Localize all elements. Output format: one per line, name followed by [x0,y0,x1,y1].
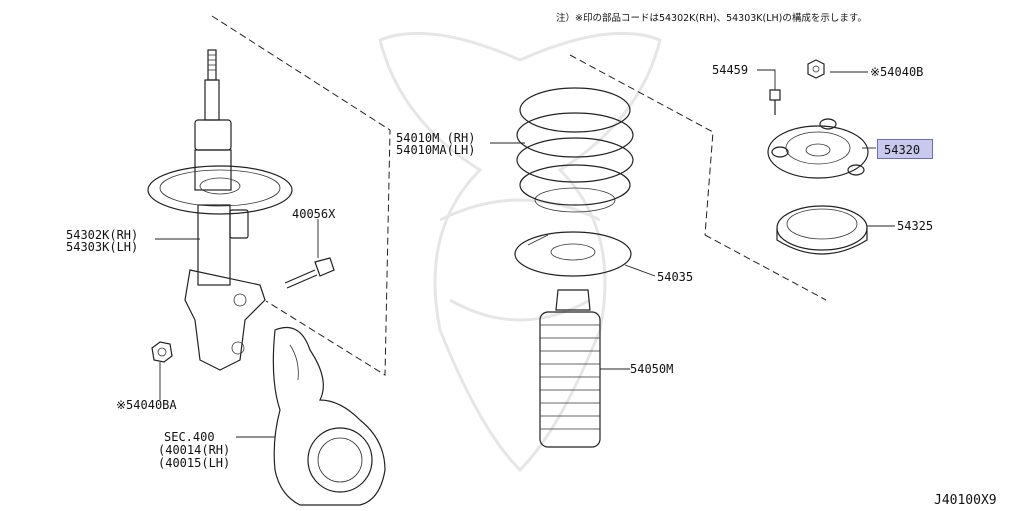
label-54320: 54320 [884,143,921,157]
parts-code-note: 注）※印の部品コードは54302K(RH)、54303K(LH)の構成を示します… [556,13,867,24]
bump-boot [539,289,601,448]
watermark-crest [378,31,662,473]
label-54302k[interactable]: 54302K(RH) [66,228,139,242]
label-40015[interactable]: (40015(LH) [158,456,231,470]
label-sec400[interactable]: SEC.400 [164,430,215,444]
steering-knuckle [272,326,386,506]
bolt-54459 [769,89,781,115]
nut-54040ba [151,341,173,363]
bolt-40056x [284,257,335,289]
exploded-outline-left [211,15,391,376]
leader-lines [155,69,895,438]
exploded-outline-right [704,234,827,301]
diagram-id: J40100X9 [934,493,997,508]
nut-54040b [807,59,825,79]
label-54050m[interactable]: 54050M [630,362,674,376]
label-40056x[interactable]: 40056X [292,207,336,221]
exploded-outline-middle [569,54,714,236]
label-54010m[interactable]: 54010M (RH) [396,131,476,145]
label-54303k[interactable]: 54303K(LH) [66,240,139,254]
label-54325[interactable]: 54325 [897,219,934,233]
strut-mount [767,118,869,179]
strut-assembly [147,49,293,371]
label-54040b[interactable]: ※54040B [870,65,924,79]
mount-bearing [776,205,868,255]
label-54040ba[interactable]: ※54040BA [116,398,177,412]
label-40014[interactable]: (40014(RH) [158,443,231,457]
label-54035[interactable]: 54035 [657,270,694,284]
coil-spring [516,87,634,213]
highlight-54320[interactable]: 54320 [877,139,933,159]
label-54459[interactable]: 54459 [712,63,749,77]
spring-seat [514,231,632,277]
label-54010ma[interactable]: 54010MA(LH) [396,143,476,157]
